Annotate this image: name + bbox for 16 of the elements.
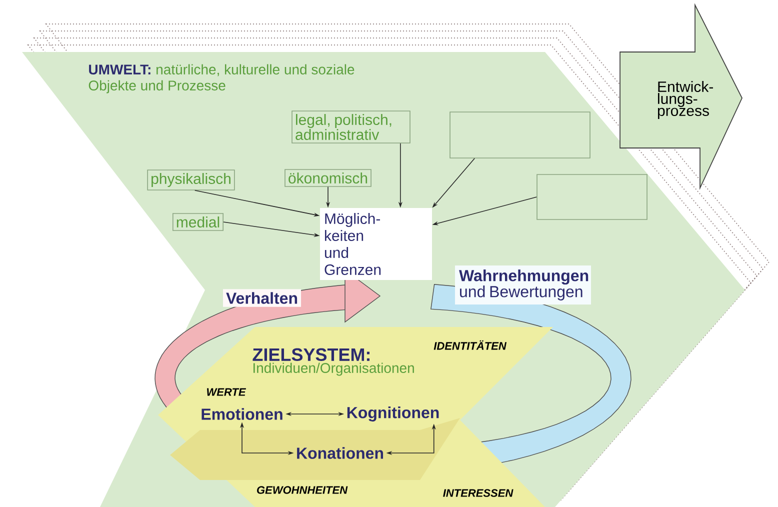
italic-label: WERTE [207, 388, 246, 396]
behaviour-label: Verhalten [223, 289, 302, 307]
concept-label: Kognitionen [347, 406, 439, 422]
perception-label: Wahrnehmungen und Bewertungen [455, 266, 591, 304]
italic-label: INTERESSEN [443, 489, 514, 497]
factor-box: ökonomisch [284, 169, 372, 187]
factor-box: physikalisch [147, 170, 235, 190]
concept-label: Konationen [297, 447, 384, 459]
factor-box: legal, politisch, administrativ [292, 110, 410, 144]
italic-label: GEWOHNHEITEN [257, 486, 348, 494]
factor-box: medial [172, 213, 224, 231]
empty-box [450, 112, 590, 158]
concept-label: Emotionen [202, 408, 282, 420]
italic-label: IDENTITÄTEN [434, 340, 507, 350]
empty-box [536, 174, 648, 220]
possibilities-box: Möglich- keiten und Grenzen [320, 208, 432, 280]
